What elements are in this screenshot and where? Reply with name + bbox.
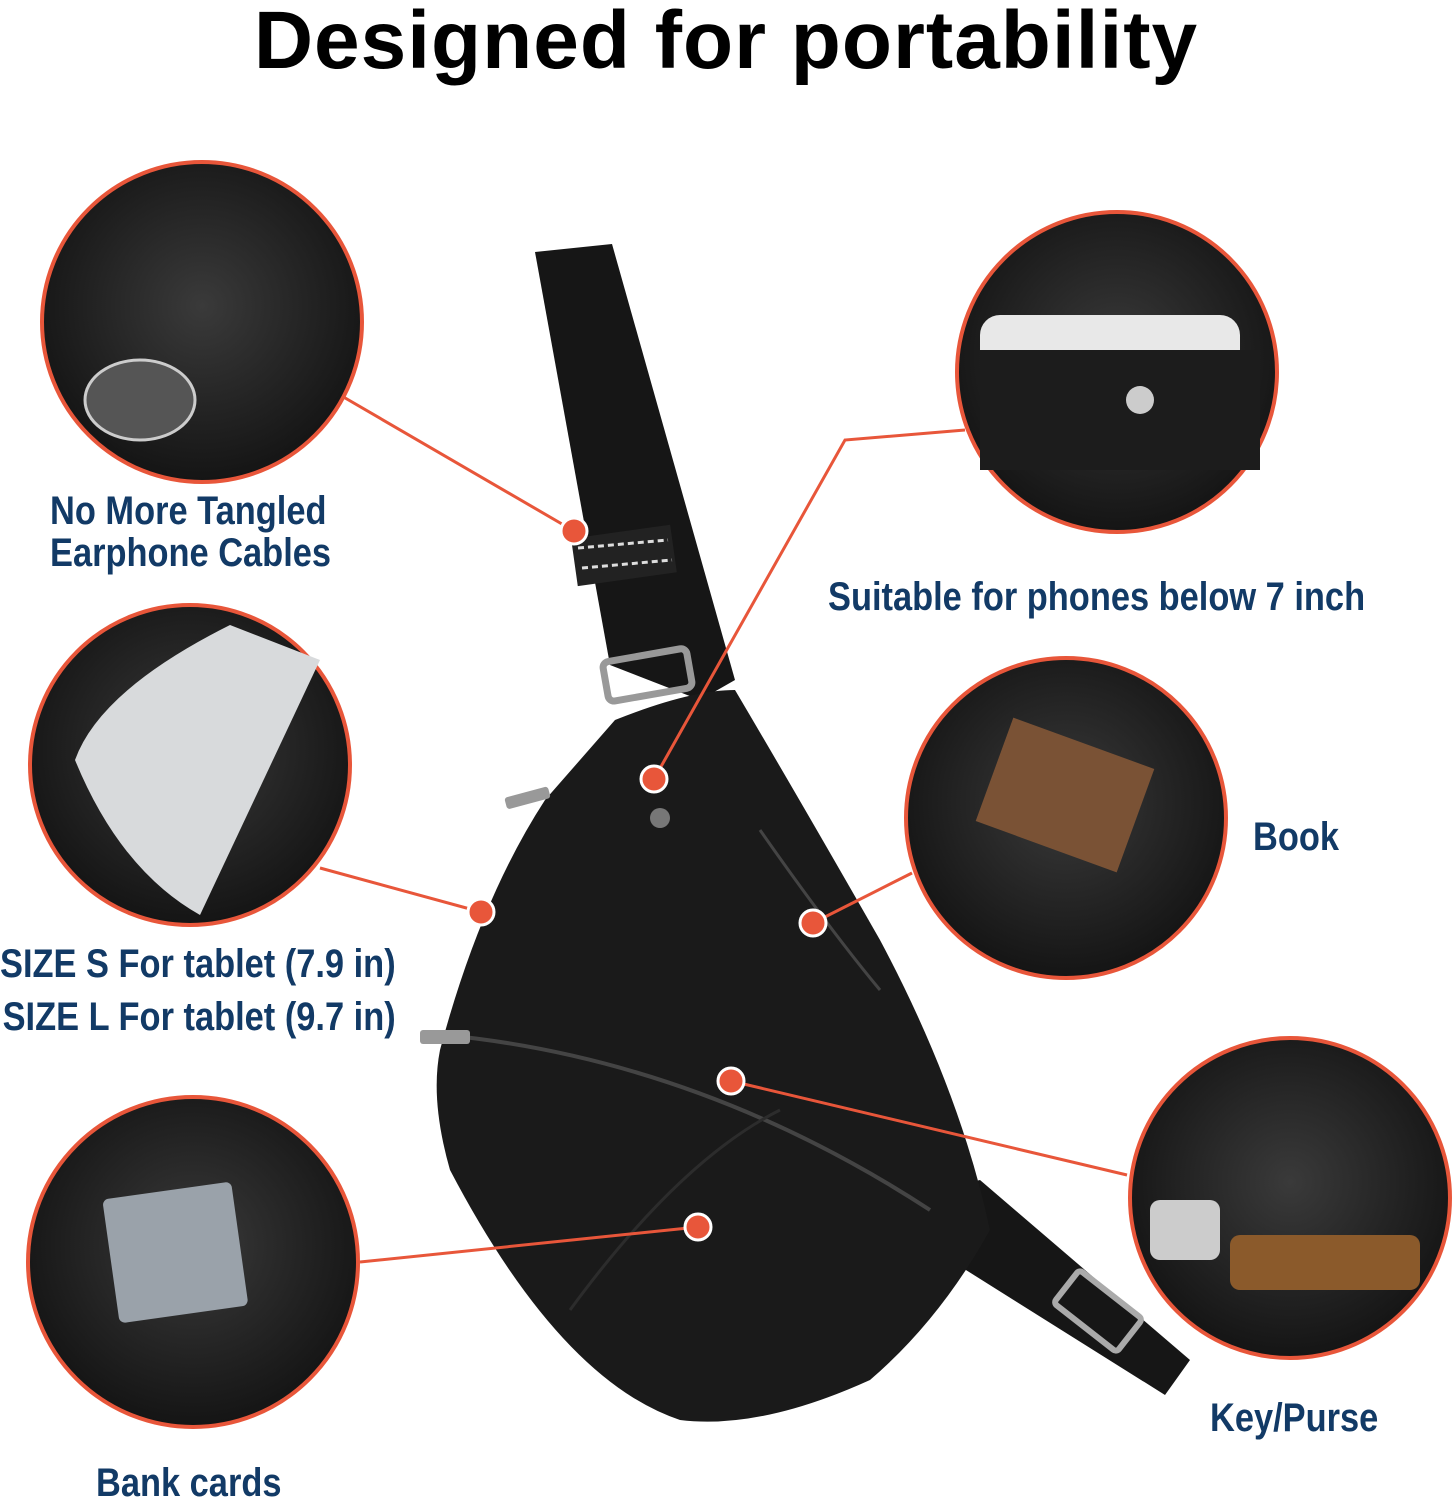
sunglasses-strap-detail (40, 160, 364, 484)
bank-card-icon (103, 1182, 248, 1323)
purse-icon (1230, 1235, 1420, 1290)
feature-label-earphone: No More Tangled Earphone Cables (50, 490, 331, 574)
sunglasses-icon (83, 358, 197, 442)
feature-label-bank-cards: Bank cards (96, 1462, 281, 1504)
key-purse-detail (1128, 1036, 1452, 1360)
label-line: Suitable for phones below 7 inch (828, 575, 1366, 619)
callout-dot (559, 516, 589, 546)
label-line: SIZE S For tablet (7.9 in) (0, 942, 396, 986)
key-icon (1150, 1200, 1220, 1260)
feature-label-key-purse: Key/Purse (1210, 1397, 1378, 1439)
label-line: Key/Purse (1210, 1396, 1379, 1440)
buckle (599, 645, 696, 705)
label-line: Earphone Cables (50, 531, 332, 575)
callout-dot (716, 1066, 746, 1096)
feature-label-phone: Suitable for phones below 7 inch (828, 576, 1365, 618)
callout-dot (798, 908, 828, 938)
tablet-icon (75, 625, 320, 915)
label-line: Book (1253, 815, 1339, 859)
label-line: Bank cards (96, 1461, 282, 1505)
callout-lines (319, 393, 1128, 1264)
label-line: SIZE L For tablet (9.7 in) (2, 995, 396, 1039)
feature-label-book: Book (1253, 816, 1339, 858)
bag-strap (535, 244, 735, 700)
callout-dot (466, 897, 496, 927)
callout-dot (639, 764, 669, 794)
page-title: Designed for portability (253, 0, 1199, 86)
feature-label-tablet: SIZE S For tablet (7.9 in) SIZE L For ta… (0, 938, 396, 1044)
label-line: No More Tangled (50, 489, 327, 533)
callout-dot (683, 1212, 713, 1242)
book-icon (975, 717, 1155, 873)
